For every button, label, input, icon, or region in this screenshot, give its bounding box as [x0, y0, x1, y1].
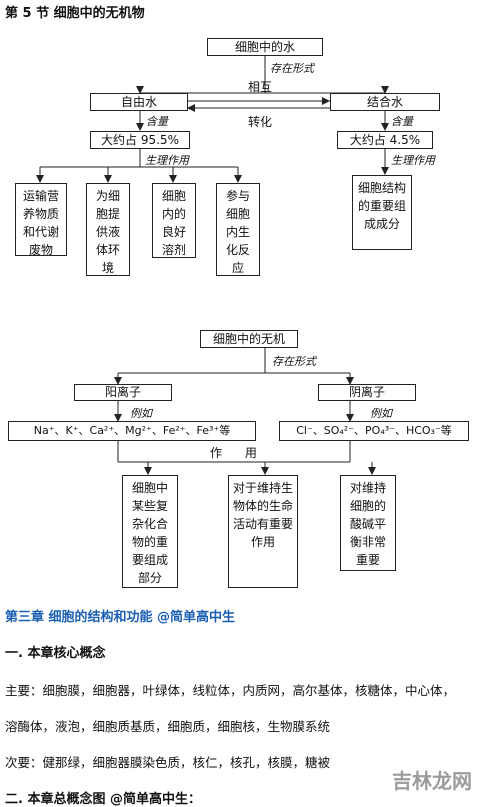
bound-water-percent-box: 大约占 4.5%	[337, 131, 433, 149]
free-func-solvent: 细胞内的良好溶剂	[152, 183, 196, 258]
core-concepts-heading: 一. 本章核心概念	[5, 646, 106, 661]
water-exist-label: 存在形式	[270, 62, 314, 75]
anion-list-box: Cl⁻、SO₄²⁻、PO₄³⁻、HCO₃⁻等	[279, 421, 469, 441]
ion-func-life-activity: 对于维持生物体的生命活动有重要作用	[228, 475, 298, 588]
watermark-text: 吉林龙网	[392, 769, 472, 793]
bound-content-label: 含量	[391, 115, 413, 128]
mutual-label: 相互	[248, 80, 273, 94]
anion-box: 阴离子	[318, 384, 416, 401]
bound-water-box: 结合水	[330, 93, 440, 111]
water-root-box: 细胞中的水	[207, 38, 323, 56]
ion-func-compound: 细胞中某些复杂化合物的重要组成部分	[122, 475, 178, 588]
anion-example-label: 例如	[370, 407, 392, 420]
ion-func-acid-base: 对维持细胞的酸碱平衡非常重要	[340, 475, 396, 571]
cation-example-label: 例如	[130, 407, 152, 420]
cation-list-box: Na⁺、K⁺、Ca²⁺、Mg²⁺、Fe²⁺、Fe³⁺等	[8, 421, 256, 441]
chapter-title: 第三章 细胞的结构和功能 @简单高中生	[5, 610, 236, 625]
free-func-reaction: 参与细胞内生化反应	[216, 183, 260, 276]
minor-concepts-line: 次要：健那绿，细胞器膜染色质，核仁，核孔，核膜，糖被	[5, 755, 331, 770]
free-content-label: 含量	[146, 115, 168, 128]
bound-function-label: 生理作用	[391, 154, 435, 167]
free-func-environment: 为细胞提供液体环境	[86, 183, 130, 276]
concept-map-heading: 二. 本章总概念图 @简单高中生：	[5, 792, 201, 807]
watermark-logo: 吉林龙网	[392, 765, 472, 794]
ion-exist-label: 存在形式	[272, 355, 316, 368]
free-func-transport: 运输营养物质和代谢废物	[15, 183, 67, 257]
effect-label: 作 用	[210, 446, 257, 460]
main-concepts-line-1: 主要：细胞膜，细胞器，叶绿体，线粒体，内质网，高尔基体，核糖体，中心体，	[5, 683, 456, 698]
main-concepts-line-2: 溶酶体，液泡，细胞质基质，细胞质，细胞核，生物膜系统	[5, 719, 331, 734]
section-title: 第 5 节 细胞中的无机物	[5, 6, 145, 21]
free-function-label: 生理作用	[145, 154, 189, 167]
bound-func-structure: 细胞结构的重要组成成分	[352, 175, 412, 250]
free-water-box: 自由水	[90, 93, 188, 111]
inorganic-root-box: 细胞中的无机	[200, 330, 298, 348]
convert-label: 转化	[248, 115, 273, 129]
free-water-percent-box: 大约占 95.5%	[90, 131, 190, 149]
cation-box: 阳离子	[74, 384, 172, 401]
